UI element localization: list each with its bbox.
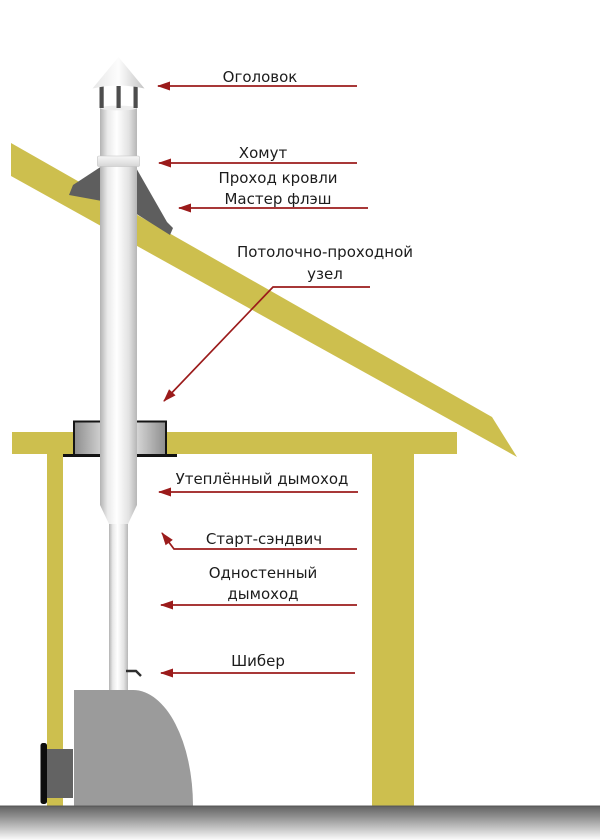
label-ceiling-unit-line2: узел <box>307 265 343 283</box>
master-flash-left <box>69 166 102 201</box>
single-wall-pipe <box>109 524 128 691</box>
label-single-wall-line1: Одностенный <box>208 564 318 582</box>
cap-leg <box>133 86 138 108</box>
wall-stud-left <box>47 450 63 806</box>
damper-handle <box>126 669 142 677</box>
wall-stud-right <box>372 450 414 806</box>
label-cap: Оголовок <box>222 68 298 86</box>
arrow-start-sandwich <box>161 532 357 550</box>
label-insulated: Утеплённый дымоход <box>175 470 349 488</box>
label-roof-pass-line1: Проход кровли <box>218 169 338 187</box>
arrow-ceiling-unit <box>163 286 370 402</box>
label-clamp: Хомут <box>238 144 288 162</box>
stove-door-hinge <box>40 743 47 804</box>
label-damper: Шибер <box>231 652 285 670</box>
stove-body <box>74 690 193 806</box>
label-roof-pass-line2: Мастер флэш <box>224 190 332 208</box>
master-flash-right <box>135 166 173 235</box>
cap-leg <box>99 86 104 108</box>
roof-rafter <box>11 143 517 457</box>
label-single-wall-line2: дымоход <box>227 585 299 603</box>
pipe-clamp <box>97 155 140 167</box>
floor <box>0 807 600 840</box>
stove-door <box>47 749 73 798</box>
label-ceiling-unit-line1: Потолочно-проходной <box>236 243 414 261</box>
start-sandwich-taper <box>100 505 137 524</box>
label-single-wall: Одностенный дымоход <box>209 563 318 605</box>
label-start-sandwich: Старт-сэндвич <box>205 530 323 548</box>
label-roof-pass: Проход кровли Мастер флэш <box>218 168 337 210</box>
insulated-chimney-pipe <box>100 107 137 505</box>
label-ceiling-unit: Потолочно-проходной узел <box>237 241 413 285</box>
cap-cone <box>92 57 145 89</box>
floor-edge <box>0 805 600 808</box>
cap-leg <box>116 86 121 108</box>
